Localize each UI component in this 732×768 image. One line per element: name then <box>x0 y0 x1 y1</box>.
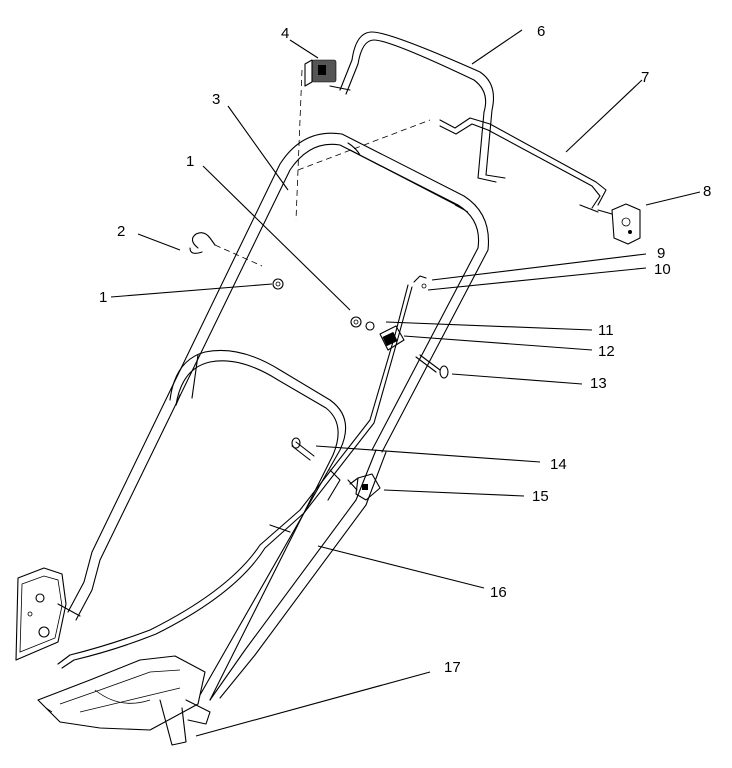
callout-6: 6 <box>537 23 545 40</box>
callout-3: 3 <box>212 91 220 108</box>
callout-labels: 1 1 2 3 4 6 7 8 9 10 11 12 13 14 15 16 1… <box>99 23 711 676</box>
callout-16: 16 <box>490 584 507 601</box>
cable-end <box>413 275 427 289</box>
nut-left <box>272 278 284 290</box>
callout-2: 2 <box>117 223 125 240</box>
carriage-bolt-13 <box>415 354 449 379</box>
callout-4: 4 <box>281 25 289 42</box>
callout-11: 11 <box>598 322 614 339</box>
upper-handle <box>67 132 490 621</box>
handle-knob <box>349 473 381 501</box>
cable-shield <box>37 655 211 746</box>
callout-8: 8 <box>703 183 711 200</box>
callout-14: 14 <box>550 456 567 473</box>
leader-lines <box>110 29 701 737</box>
bail-bar <box>329 31 506 183</box>
callout-9: 9 <box>657 245 665 262</box>
callout-1-upper: 1 <box>186 153 194 170</box>
lower-handle <box>169 349 387 701</box>
callout-7: 7 <box>641 69 649 86</box>
carriage-bolt-14 <box>291 437 315 461</box>
callout-15: 15 <box>532 488 549 505</box>
control-cable <box>57 284 413 669</box>
bail-pivot-bracket <box>597 203 641 245</box>
nut-center <box>350 316 362 328</box>
control-bracket <box>295 59 337 221</box>
callout-12: 12 <box>598 343 615 360</box>
callout-1-lower: 1 <box>99 289 107 306</box>
callout-10: 10 <box>654 261 671 278</box>
engine-plate <box>15 567 81 661</box>
cable-block <box>379 325 405 351</box>
washer <box>365 321 375 331</box>
hairpin-cotter <box>189 232 263 267</box>
bail-linkage <box>297 117 607 213</box>
callout-13: 13 <box>590 375 607 392</box>
callout-17: 17 <box>444 659 461 676</box>
